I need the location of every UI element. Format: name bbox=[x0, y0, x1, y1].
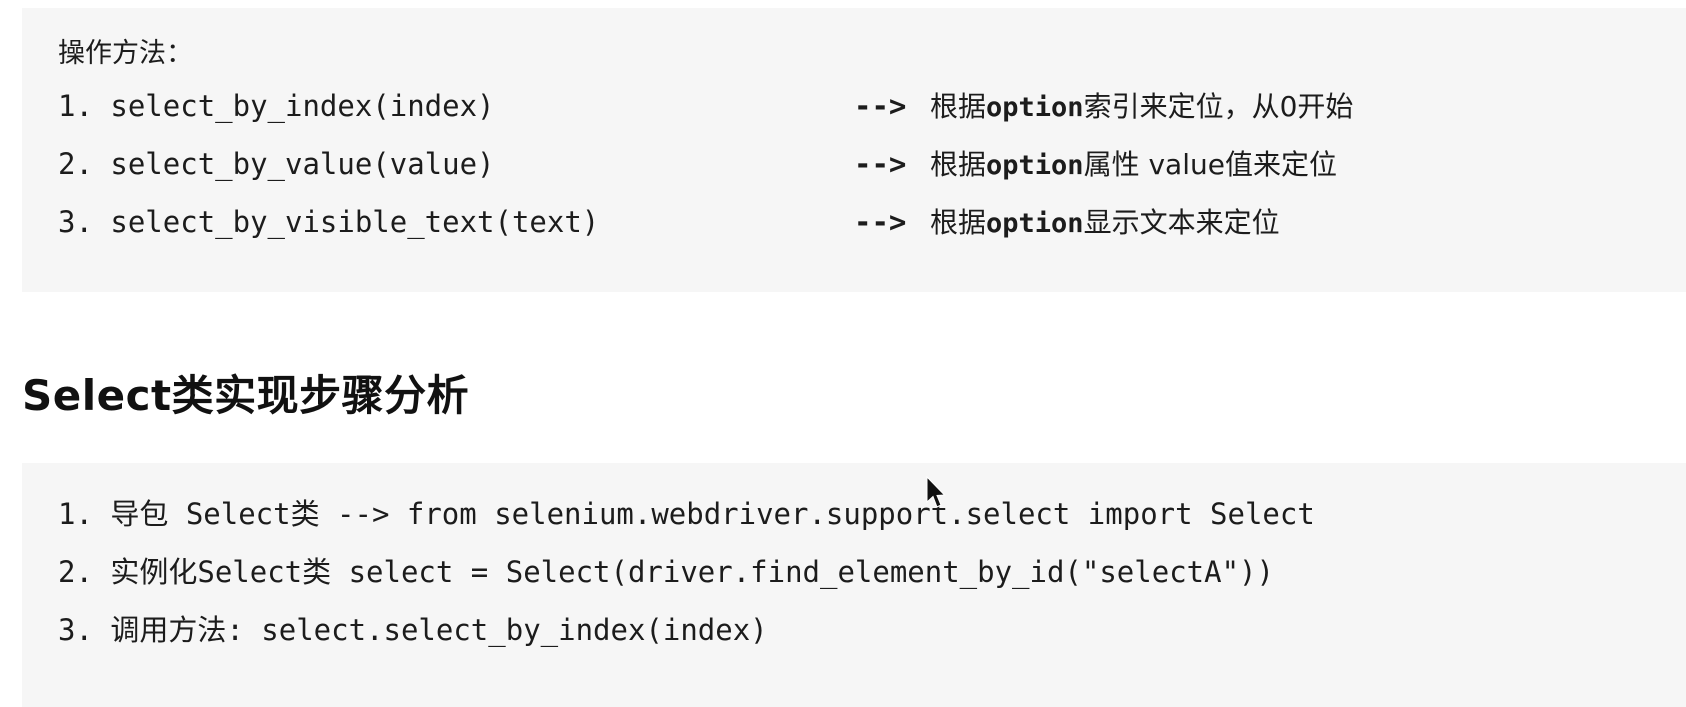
method-signature: 3. select_by_visible_text(text) bbox=[58, 194, 854, 250]
method-description: 根据option属性 value值来定位 bbox=[930, 137, 1337, 194]
desc-keyword: option bbox=[986, 208, 1084, 239]
method-row: 2. select_by_value(value) --> 根据option属性… bbox=[22, 136, 1686, 194]
desc-keyword: option bbox=[986, 150, 1084, 181]
desc-suffix: 属性 value值来定位 bbox=[1083, 148, 1337, 181]
method-signature: 1. select_by_index(index) bbox=[58, 78, 854, 134]
page-title: Select类实现步骤分析 bbox=[22, 370, 470, 420]
method-name: select_by_value(value) bbox=[110, 147, 495, 181]
method-arrow-icon: --> bbox=[854, 147, 907, 181]
method-name: select_by_index(index) bbox=[110, 89, 495, 123]
desc-suffix: 索引来定位，从0开始 bbox=[1083, 90, 1354, 123]
desc-prefix: 根据 bbox=[930, 206, 987, 239]
method-name: select_by_visible_text(text) bbox=[110, 205, 600, 239]
method-arrow-icon: --> bbox=[854, 89, 907, 123]
method-arrow-icon: --> bbox=[854, 205, 907, 239]
methods-intro-label: 操作方法： bbox=[58, 38, 193, 69]
method-description: 根据option索引来定位，从0开始 bbox=[930, 79, 1353, 136]
desc-suffix: 显示文本来定位 bbox=[1083, 206, 1280, 239]
method-number: 3. bbox=[58, 205, 93, 239]
steps-code-block: 1. 导包 Select类 --> from selenium.webdrive… bbox=[22, 463, 1686, 707]
methods-code-block: 操作方法： 1. select_by_index(index) --> 根据op… bbox=[22, 8, 1686, 292]
desc-prefix: 根据 bbox=[930, 148, 987, 181]
method-number: 1. bbox=[58, 89, 93, 123]
step-line: 1. 导包 Select类 --> from selenium.webdrive… bbox=[58, 497, 1315, 531]
desc-keyword: option bbox=[986, 92, 1084, 123]
method-description: 根据option显示文本来定位 bbox=[930, 195, 1280, 252]
step-line: 3. 调用方法: select.select_by_index(index) bbox=[58, 613, 768, 647]
method-row: 1. select_by_index(index) --> 根据option索引… bbox=[22, 78, 1686, 136]
method-signature: 2. select_by_value(value) bbox=[58, 136, 854, 192]
method-number: 2. bbox=[58, 147, 93, 181]
method-row: 3. select_by_visible_text(text) --> 根据op… bbox=[22, 194, 1686, 252]
desc-prefix: 根据 bbox=[930, 90, 987, 123]
step-line: 2. 实例化Select类 select = Select(driver.fin… bbox=[58, 555, 1274, 589]
